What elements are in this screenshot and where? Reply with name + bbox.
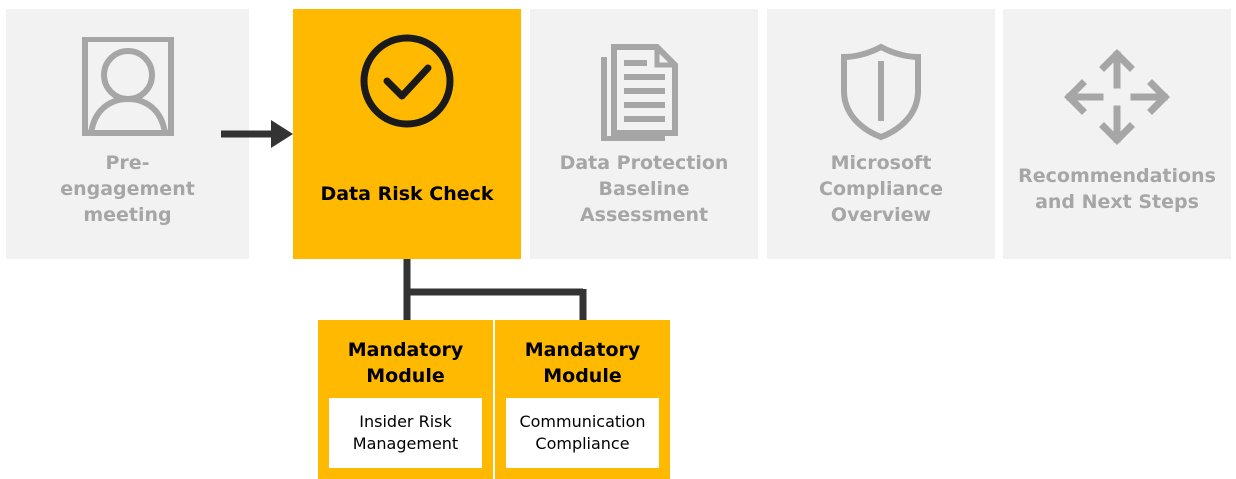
stage-label-line: Pre- bbox=[105, 152, 150, 174]
stage-label-line: Baseline bbox=[598, 178, 690, 200]
module-connector-lines bbox=[403, 259, 587, 323]
module-body-line: Communication bbox=[519, 412, 646, 431]
module-title-line: Module bbox=[366, 365, 445, 387]
module-title-line: Mandatory bbox=[347, 339, 464, 361]
stage-microsoft-compliance-overview: Microsoft Compliance Overview bbox=[767, 9, 995, 259]
stage-label-line: Microsoft bbox=[830, 152, 932, 174]
module-communication-compliance: Mandatory Module Communication Complianc… bbox=[495, 320, 670, 479]
stage-label-line: and Next Steps bbox=[1035, 191, 1199, 213]
stage-recommendations-and-next-steps: Recommendations and Next Steps bbox=[1003, 9, 1231, 259]
module-body-line: Compliance bbox=[535, 434, 630, 453]
module-body-line: Management bbox=[352, 434, 459, 453]
stage-label-line: Overview bbox=[830, 204, 932, 226]
module-body: Insider Risk Management bbox=[329, 398, 482, 468]
stage-label-line: Assessment bbox=[579, 204, 709, 226]
stage-label-line: Recommendations bbox=[1018, 165, 1216, 187]
module-body-line: Insider Risk bbox=[359, 412, 452, 431]
person-icon bbox=[81, 37, 174, 136]
check-circle-icon bbox=[360, 34, 454, 128]
module-title-line: Module bbox=[543, 365, 622, 387]
module-body: Communication Compliance bbox=[506, 398, 659, 468]
module-title-line: Mandatory bbox=[524, 339, 641, 361]
stage-label-line: Compliance bbox=[819, 178, 943, 200]
module-insider-risk-management: Mandatory Module Insider Risk Management bbox=[318, 320, 493, 479]
stage-label-line: engagement bbox=[60, 178, 195, 200]
arrow-right-icon bbox=[221, 120, 293, 148]
stage-data-protection-baseline-assessment: Data Protection Baseline Assessment bbox=[530, 9, 758, 259]
stage-label-line: meeting bbox=[83, 204, 172, 226]
shield-icon bbox=[841, 43, 921, 141]
move-arrows-icon bbox=[1064, 49, 1170, 145]
stage-label: Data Risk Check bbox=[320, 183, 494, 205]
stage-pre-engagement-meeting: Pre- engagement meeting bbox=[6, 9, 249, 259]
stage-data-risk-check: Data Risk Check bbox=[293, 9, 521, 259]
stage-label-line: Data Protection bbox=[559, 152, 729, 174]
document-icon bbox=[601, 44, 678, 141]
